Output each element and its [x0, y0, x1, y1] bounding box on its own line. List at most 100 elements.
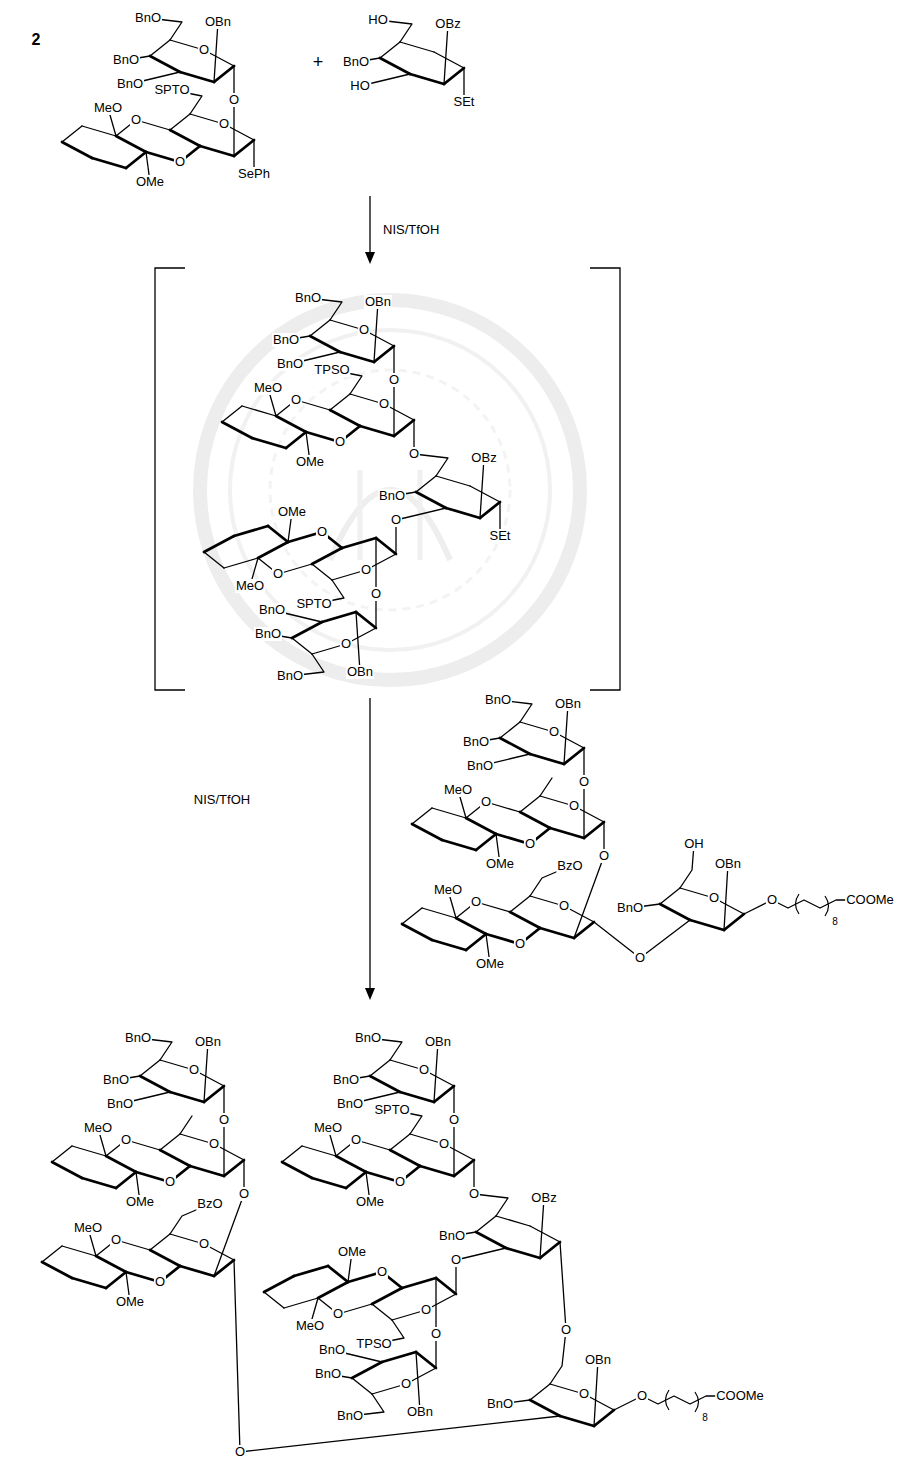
bond-line: [106, 1156, 136, 1172]
atom-label: O: [174, 155, 186, 169]
atom-label: OBn: [204, 15, 232, 29]
bond-line: [510, 912, 540, 928]
atom-label: O: [388, 373, 400, 387]
atom-label: TPSO: [313, 363, 350, 377]
bond-line: [480, 502, 500, 518]
bond-line: [150, 1250, 180, 1266]
atom-label: BnO: [438, 1229, 466, 1243]
atom-label: MeO: [73, 1221, 103, 1235]
bond-line: [318, 1282, 348, 1298]
bond-line: [140, 1060, 160, 1076]
bond-line: [435, 1278, 436, 1334]
atom-label: O: [708, 891, 720, 905]
atom-label: O: [164, 1175, 176, 1189]
atom-label: BnO: [276, 357, 304, 371]
atom-label: O: [378, 397, 390, 411]
atom-label: OMe: [475, 957, 505, 971]
atom-label: O: [360, 563, 372, 577]
atom-label: BnO: [106, 1097, 134, 1111]
bond-line: [416, 1352, 436, 1368]
atom-label: OBn: [714, 857, 742, 871]
atom-label: SePh: [237, 167, 271, 181]
bond-line: [476, 1216, 496, 1232]
atom-label: TPSO: [355, 1337, 392, 1351]
bond-line: [530, 754, 564, 764]
atom-label: OBz: [470, 451, 497, 465]
bond-line: [160, 1150, 190, 1166]
bond-line: [402, 924, 432, 940]
atom-label: O: [218, 117, 230, 131]
atom-label: O: [514, 937, 526, 951]
bond-line: [318, 1282, 348, 1298]
bond-line: [82, 1178, 116, 1188]
atom-label: MeO: [83, 1121, 113, 1135]
bond-line: [396, 508, 446, 520]
bond-line: [223, 1120, 224, 1176]
bond-line: [382, 1352, 416, 1362]
bond-line: [442, 840, 476, 850]
bond-line: [352, 1362, 382, 1378]
bond-line: [312, 564, 332, 580]
bond-line: [444, 24, 448, 84]
bond-line: [436, 1278, 456, 1294]
bond-line: [476, 834, 496, 850]
bond-line: [510, 896, 530, 912]
bond-line: [312, 548, 342, 564]
atom-label: HO: [349, 79, 371, 93]
bond-line: [360, 426, 394, 436]
atom-label: OBn: [364, 295, 392, 309]
atom-label: O: [400, 1377, 412, 1391]
atom-label: 2: [31, 31, 42, 49]
atom-label: O: [130, 113, 142, 127]
bond-line: [286, 432, 306, 448]
bond-line: [402, 908, 422, 924]
bond-line: [62, 126, 82, 142]
atom-label: BnO: [276, 669, 304, 683]
bond-line: [374, 302, 378, 362]
atom-label: O: [470, 895, 482, 909]
bond-line: [434, 1086, 454, 1102]
bond-line: [42, 1262, 72, 1278]
bond-line: [376, 538, 396, 554]
atom-label: MeO: [253, 381, 283, 395]
bond-line: [150, 40, 170, 56]
atom-label: BzO: [196, 1197, 223, 1211]
bond-line: [72, 1278, 106, 1288]
atom-label: BnO: [332, 1073, 360, 1087]
bond-line: [224, 1160, 244, 1176]
bond-line: [660, 904, 690, 920]
bond-line: [302, 1146, 336, 1156]
bond-line: [222, 422, 252, 438]
bond-line: [62, 1246, 96, 1256]
atom-label: MeO: [93, 101, 123, 115]
bond-line: [160, 1134, 180, 1150]
bond-line: [434, 52, 464, 68]
atom-label: O: [418, 1063, 430, 1077]
atom-label: OMe: [135, 175, 165, 189]
atom-label: BnO: [102, 1073, 130, 1087]
bond-line: [434, 1042, 438, 1102]
atom-label: +: [312, 53, 325, 71]
bond-line: [560, 1416, 594, 1426]
atom-label: BnO: [258, 603, 286, 617]
atom-label: OMe: [277, 505, 307, 519]
bond-line: [540, 928, 574, 938]
bond-line: [322, 612, 356, 622]
atom-label: NIS/TfOH: [382, 223, 440, 237]
atom-label: O: [154, 1275, 166, 1289]
atom-label: BnO: [462, 735, 490, 749]
bond-line: [96, 1256, 126, 1272]
bond-line: [500, 722, 520, 738]
atom-label: BnO: [116, 77, 144, 91]
atom-label: O: [332, 1307, 344, 1321]
bond-line: [520, 812, 550, 828]
bond-line: [356, 612, 376, 628]
bond-line: [170, 1092, 204, 1102]
bond-line: [375, 538, 376, 594]
atom-label: O: [110, 1233, 122, 1247]
atom-label: BnO: [254, 627, 282, 641]
bond-line: [724, 864, 728, 930]
atom-label: O: [238, 1187, 250, 1201]
atom-label: O: [438, 1137, 450, 1151]
watermark: [200, 300, 580, 680]
